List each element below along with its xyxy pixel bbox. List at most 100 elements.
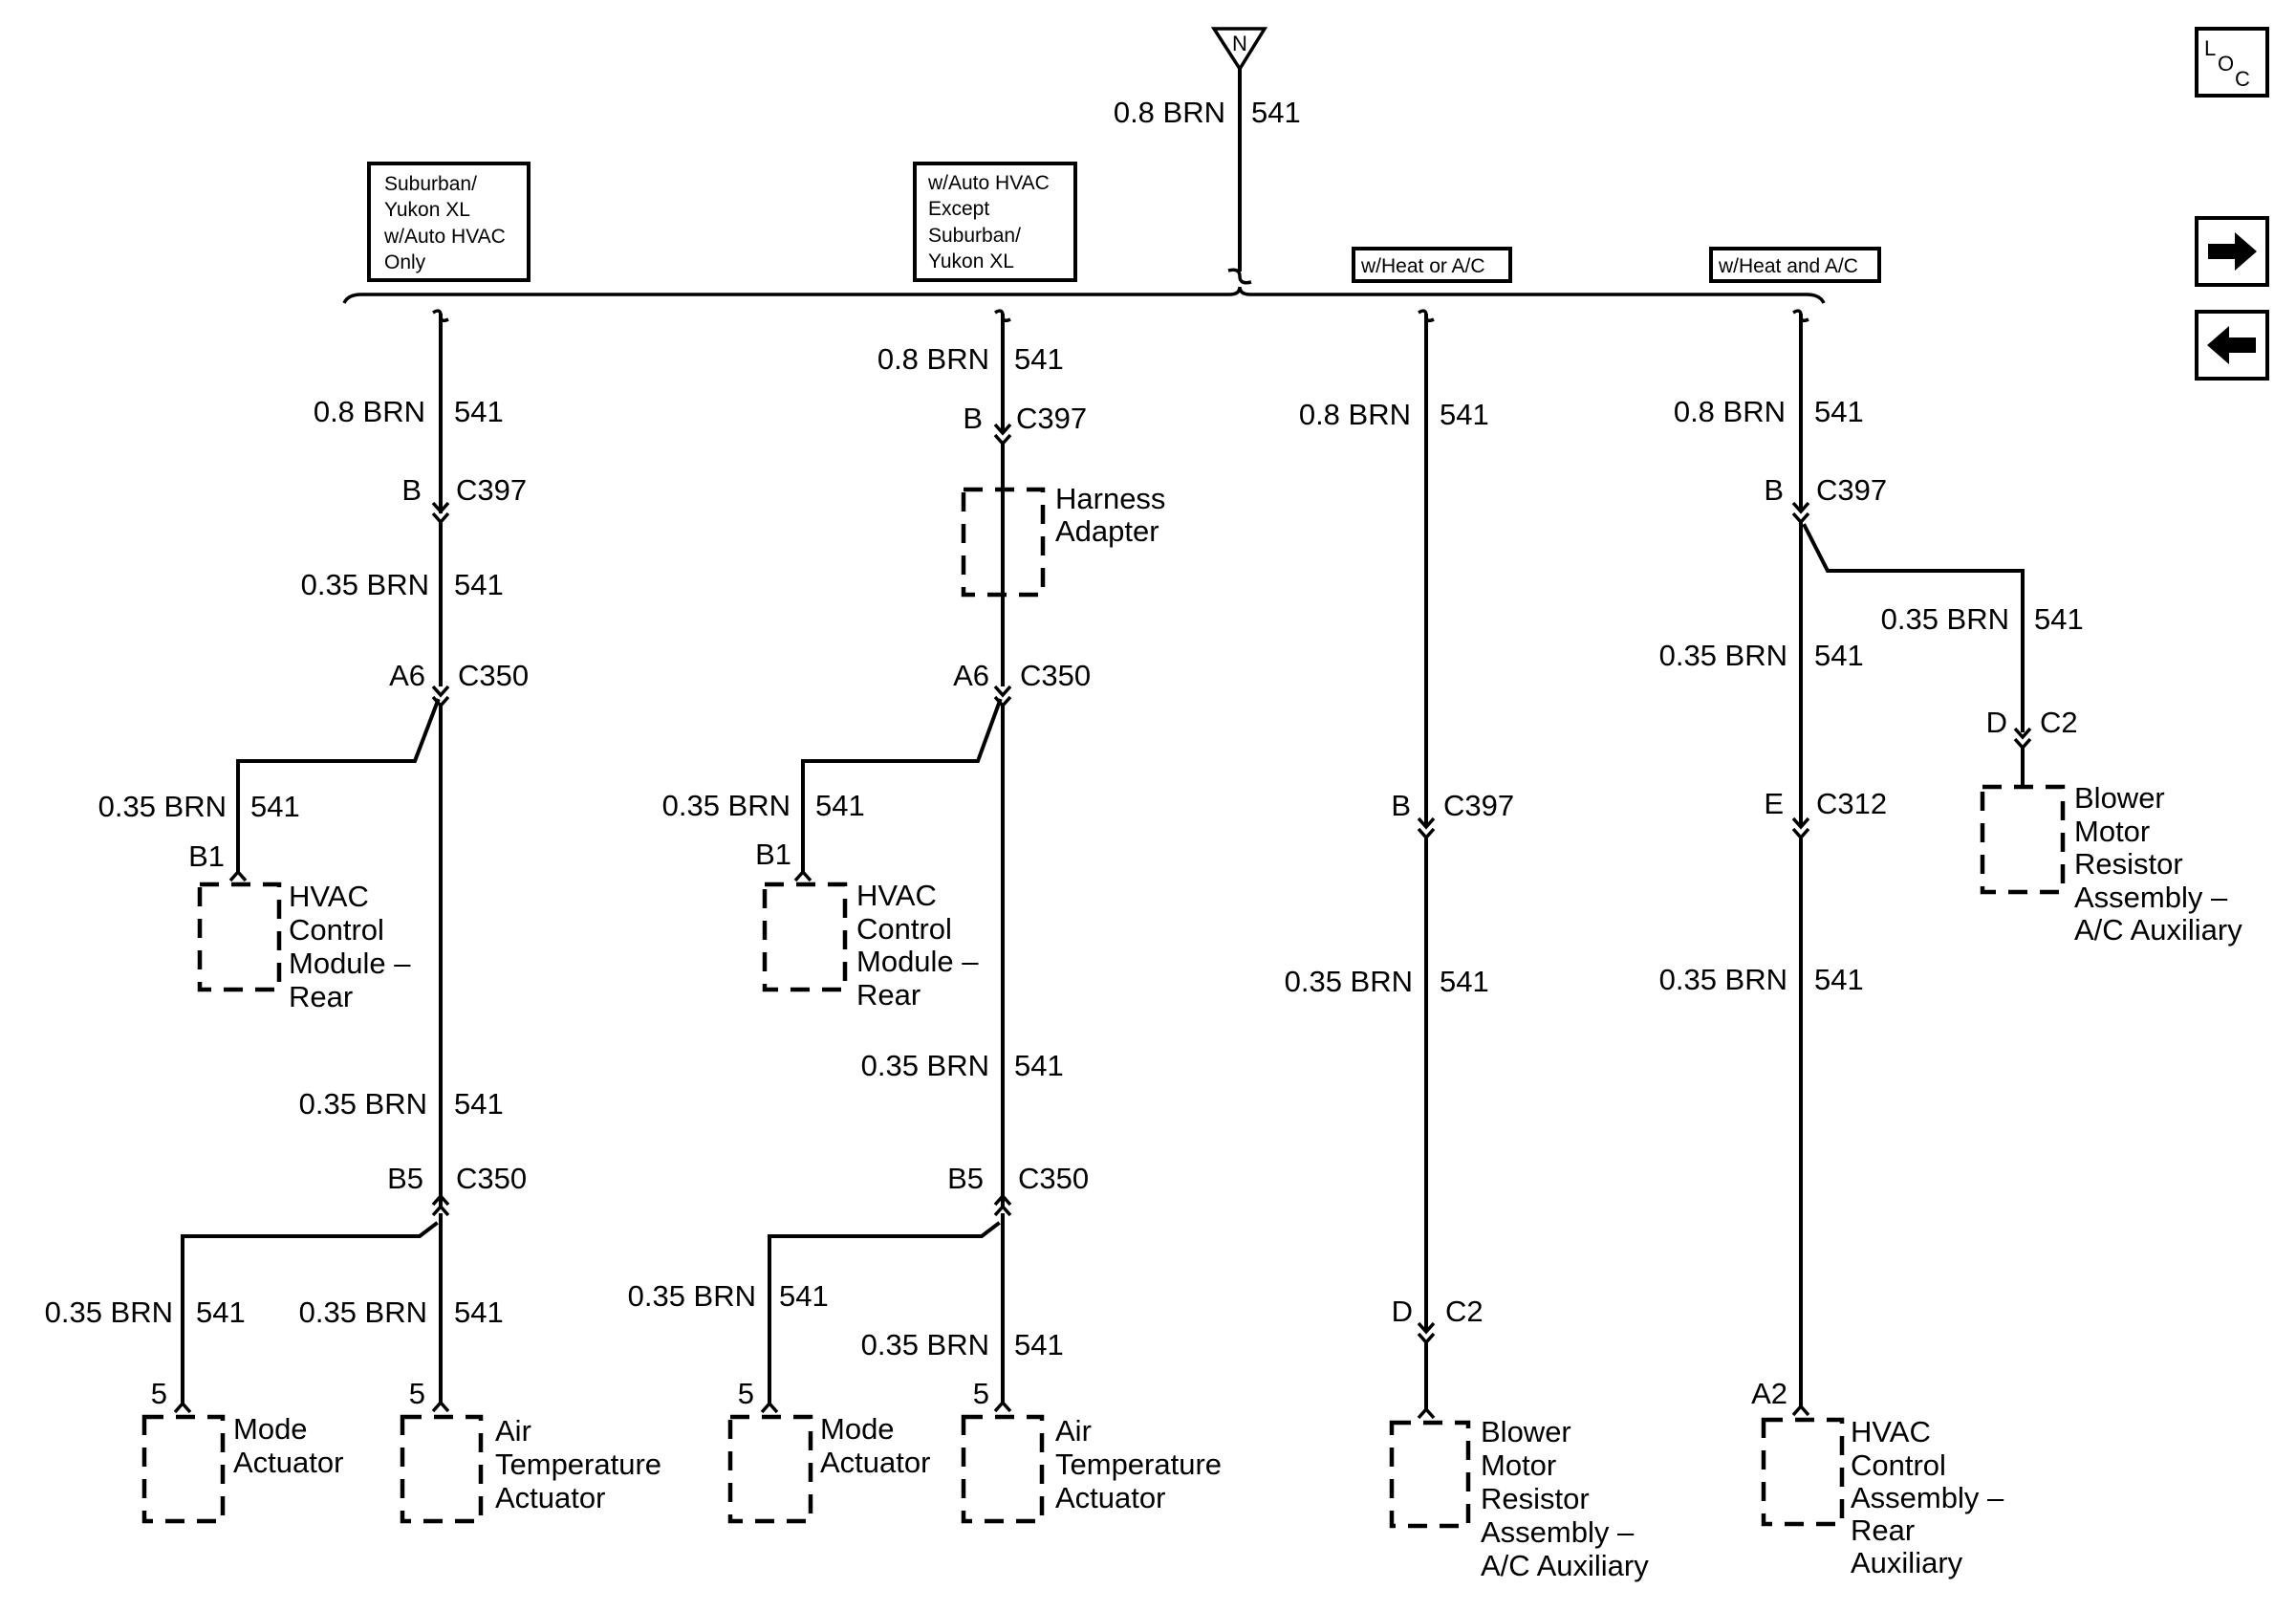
diagram-label: 541 bbox=[454, 568, 504, 601]
diagram-label: 0.8 BRN bbox=[1674, 395, 1786, 428]
diagram-label: 541 bbox=[1014, 1049, 1064, 1082]
diagram-label: Mode bbox=[233, 1412, 308, 1446]
diagram-label: Blower bbox=[2074, 781, 2165, 815]
diagram-label: 541 bbox=[1014, 342, 1064, 376]
diagram-label: C397 bbox=[1816, 473, 1887, 507]
diagram-label: B5 bbox=[947, 1162, 984, 1195]
diagram-label: Module – bbox=[289, 947, 411, 980]
diagram-label: A/C Auxiliary bbox=[1481, 1549, 1649, 1582]
diagram-label: C397 bbox=[1016, 402, 1087, 435]
diagram-label: Actuator bbox=[820, 1446, 930, 1479]
diagram-label: C350 bbox=[1018, 1162, 1089, 1195]
condition-heat-and-ac: w/Heat and A/C bbox=[1709, 247, 1881, 283]
diagram-label: Yukon XL bbox=[384, 199, 470, 221]
diagram-label: 0.35 BRN bbox=[299, 1295, 427, 1329]
loc-button[interactable]: L O C bbox=[2195, 27, 2269, 98]
wire-segment bbox=[1417, 1406, 1436, 1420]
diagram-label: Rear bbox=[856, 978, 921, 1012]
diagram-label: A/C Auxiliary bbox=[2074, 913, 2242, 947]
diagram-label: O bbox=[2218, 52, 2234, 76]
diagram-label: 541 bbox=[779, 1279, 829, 1313]
diagram-label: A6 bbox=[389, 659, 425, 692]
branch-2: 0.8 BRN 541 B C397 Harness Adapter A6 C3… bbox=[628, 309, 1222, 1524]
diagram-label: Actuator bbox=[1055, 1481, 1165, 1514]
diagram-label: 541 bbox=[1440, 398, 1489, 431]
condition-heat-or-ac: w/Heat or A/C bbox=[1352, 247, 1512, 283]
diagram-label: D bbox=[1986, 706, 2007, 739]
arrow-left-icon bbox=[2207, 326, 2256, 364]
diagram-label: Assembly – bbox=[1851, 1481, 2004, 1514]
wire-segment bbox=[993, 1400, 1012, 1413]
diagram-label: B1 bbox=[755, 838, 791, 871]
diagram-label: 541 bbox=[454, 1087, 504, 1121]
diagram-label: w/Heat and A/C bbox=[1718, 255, 1858, 277]
diagram-label: w/Auto HVAC bbox=[927, 172, 1050, 194]
arrow-right-icon bbox=[2208, 232, 2257, 271]
wire-segment bbox=[1210, 27, 1268, 73]
blower-motor-resistor-assembly-2 bbox=[1980, 784, 2066, 895]
diagram-label: Resistor bbox=[2074, 847, 2183, 881]
diagram-label: 541 bbox=[1814, 395, 1864, 428]
diagram-label: C350 bbox=[458, 659, 529, 692]
diagram-label: Temperature bbox=[495, 1448, 661, 1481]
diagram-label: E bbox=[1764, 787, 1784, 820]
diagram-label: 0.35 BRN bbox=[628, 1279, 756, 1313]
diagram-label: Yukon XL bbox=[928, 250, 1014, 272]
diagram-label: Module – bbox=[856, 945, 979, 978]
main-feed-circuit: 541 bbox=[1251, 96, 1301, 129]
diagram-label: 0.35 BRN bbox=[299, 1087, 427, 1121]
harness-adapter bbox=[961, 487, 1046, 598]
ground-symbol-label: N bbox=[1232, 32, 1247, 55]
diagram-label: Temperature bbox=[1055, 1448, 1222, 1481]
diagram-label: Air bbox=[495, 1414, 531, 1448]
diagram-label: C397 bbox=[456, 473, 527, 507]
condition-suburban-auto: Suburban/ Yukon XL w/Auto HVAC Only bbox=[367, 162, 531, 282]
wire-segment bbox=[993, 1193, 1012, 1217]
branch-4: 0.8 BRN 541 B C397 0.35 BRN 541 D C2 Blo… bbox=[1659, 309, 2242, 1579]
diagram-label: B1 bbox=[188, 839, 225, 873]
diagram-label: 0.35 BRN bbox=[301, 568, 429, 601]
component-box bbox=[367, 162, 531, 282]
diagram-label: A2 bbox=[1751, 1377, 1787, 1410]
blower-motor-resistor-assembly-1 bbox=[1389, 1420, 1471, 1529]
diagram-label: 541 bbox=[1014, 1328, 1064, 1361]
diagram-label: 541 bbox=[1814, 639, 1864, 672]
diagram-label: 0.35 BRN bbox=[1285, 965, 1413, 998]
diagram-label: Blower bbox=[1481, 1415, 1571, 1448]
diagram-label: Motor bbox=[1481, 1448, 1556, 1482]
diagram-label: 541 bbox=[815, 789, 865, 822]
hvac-control-assembly-rear-auxiliary bbox=[1761, 1417, 1845, 1527]
diagram-label: 0.35 BRN bbox=[1659, 639, 1787, 672]
diagram-label: Assembly – bbox=[2074, 881, 2228, 914]
diagram-label: Suburban/ bbox=[928, 225, 1021, 247]
diagram-label: Actuator bbox=[233, 1446, 343, 1479]
diagram-label: 541 bbox=[196, 1295, 246, 1329]
component-box bbox=[913, 162, 1077, 282]
diagram-label: C bbox=[2235, 67, 2250, 91]
hvac-control-module-rear-1 bbox=[197, 882, 282, 992]
diagram-label: C350 bbox=[456, 1162, 527, 1195]
diagram-label: C397 bbox=[1443, 789, 1514, 822]
diagram-label: C2 bbox=[2040, 706, 2078, 739]
diagram-label: Except bbox=[928, 198, 989, 220]
wire-segment bbox=[768, 1221, 1001, 1405]
diagram-label: Control bbox=[289, 913, 384, 947]
air-temperature-actuator-2 bbox=[961, 1414, 1045, 1524]
diagram-label: Suburban/ bbox=[384, 173, 477, 195]
diagram-label: 0.35 BRN bbox=[45, 1295, 173, 1329]
wire-segment bbox=[793, 869, 812, 882]
ground-symbol: N bbox=[1210, 27, 1268, 73]
splice-bus bbox=[342, 286, 1826, 304]
diagram-label: HVAC bbox=[856, 879, 937, 912]
wire-segment bbox=[1802, 523, 2025, 732]
hvac-control-module-rear-2 bbox=[762, 882, 848, 992]
prev-page-button[interactable] bbox=[2195, 310, 2269, 381]
next-page-button[interactable] bbox=[2195, 216, 2269, 287]
wire-segment bbox=[760, 1401, 779, 1414]
diagram-label: 541 bbox=[454, 1295, 504, 1329]
diagram-label: 541 bbox=[1440, 965, 1489, 998]
diagram-label: HVAC bbox=[289, 880, 369, 913]
diagram-label: Only bbox=[384, 251, 426, 273]
diagram-label: 541 bbox=[2034, 602, 2084, 636]
